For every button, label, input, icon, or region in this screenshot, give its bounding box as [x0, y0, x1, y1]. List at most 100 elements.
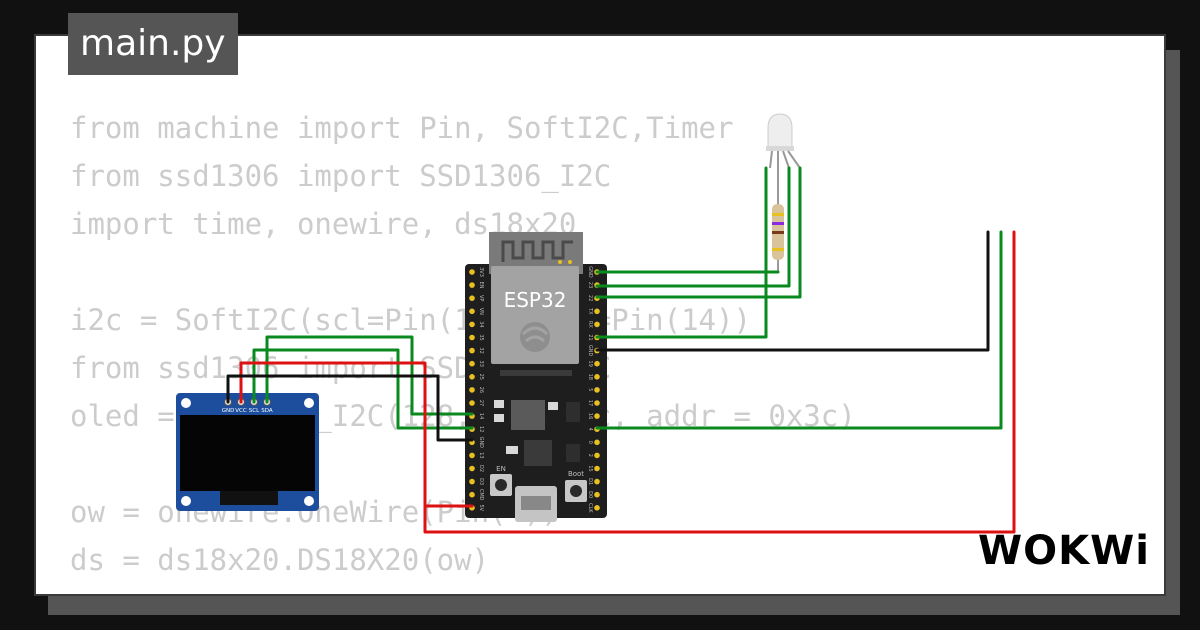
right-pin-tx[interactable]	[594, 308, 600, 315]
left-pin-27[interactable]	[469, 400, 475, 406]
left-pin-en[interactable]	[469, 282, 475, 288]
right-pin-label: 5	[587, 388, 593, 391]
right-pin-label: 17	[587, 400, 593, 406]
wire-sensor-vcc	[423, 230, 1016, 534]
left-pin-25[interactable]	[469, 374, 475, 380]
rgb-led[interactable]	[766, 113, 801, 169]
left-pin-label: VN	[478, 308, 484, 315]
wire-led-23	[595, 166, 791, 288]
left-pin-label: 27	[478, 400, 484, 406]
esp32-label: ESP32	[504, 288, 567, 312]
left-pin-label: 26	[478, 387, 484, 393]
right-pin-label: GND	[587, 345, 593, 357]
left-pin-label: VP	[478, 295, 484, 301]
right-pin-label: D0	[587, 491, 593, 498]
en-button[interactable]	[490, 474, 512, 496]
wokwi-logo: WOKWi	[978, 528, 1150, 574]
right-pin-label: 18	[587, 374, 593, 380]
left-pin-32[interactable]	[469, 347, 475, 354]
left-pin-label: 12	[478, 426, 484, 432]
oled-display[interactable]: GND VCC SCL SDA	[176, 393, 319, 511]
right-pin-label: CLK	[587, 503, 593, 513]
right-pin-label: RX	[587, 321, 593, 328]
right-pin-label: TX	[587, 307, 593, 315]
oled-screen	[180, 415, 315, 491]
left-pin-vn[interactable]	[469, 308, 475, 315]
right-pin-15[interactable]	[594, 465, 600, 472]
left-pin-13[interactable]	[469, 452, 475, 459]
right-pin-19[interactable]	[594, 360, 600, 367]
left-pin-label: 5V	[478, 504, 484, 511]
left-pin-34[interactable]	[469, 321, 475, 328]
left-pin-d3[interactable]	[469, 478, 475, 485]
right-pin-label: GND	[587, 266, 593, 278]
left-pin-label: 3V3	[478, 267, 484, 277]
wire-oled-gnd	[226, 374, 474, 442]
file-tab[interactable]: main.py	[68, 13, 238, 75]
right-pin-label: 22	[587, 295, 593, 301]
right-pin-16[interactable]	[594, 413, 600, 419]
code-line: from ssd1306 import SSD1306_I2C	[70, 159, 612, 193]
left-pin-d2[interactable]	[469, 465, 475, 472]
right-pin-d1[interactable]	[594, 478, 600, 485]
right-pin-rx[interactable]	[594, 321, 600, 328]
en-label: EN	[496, 465, 506, 473]
wire-led-21	[595, 166, 768, 339]
oled-pin-sda: SDA	[261, 408, 273, 414]
right-pin-label: 21	[587, 334, 593, 340]
right-pin-18[interactable]	[594, 374, 600, 380]
wire-sensor-data	[595, 230, 1003, 430]
right-pin-label: 16	[587, 413, 593, 419]
wire-oled-sda	[265, 335, 474, 416]
left-pin-26[interactable]	[469, 387, 475, 393]
right-pin-label: 15	[587, 465, 593, 471]
left-pin-33[interactable]	[469, 360, 475, 367]
code-line: from machine import Pin, SoftI2C,Timer	[70, 111, 734, 145]
left-pin-cmd[interactable]	[469, 491, 475, 498]
wire-oled-scl	[252, 348, 474, 430]
left-pin-label: CMD	[478, 489, 484, 501]
wires	[226, 166, 1016, 534]
left-pin-label: 33	[478, 361, 484, 367]
left-pin-35[interactable]	[469, 334, 475, 341]
oled-pin-gnd: GND	[222, 408, 235, 414]
left-pin-label: 13	[478, 452, 484, 458]
wire-led-22	[595, 166, 802, 299]
left-pin-label: 34	[478, 321, 484, 327]
left-pin-label: D3	[478, 478, 484, 485]
right-pin-d0[interactable]	[594, 491, 600, 498]
right-pin-5[interactable]	[594, 387, 600, 393]
right-pin-label: 4	[587, 428, 593, 431]
right-pin-2[interactable]	[594, 452, 600, 459]
left-pin-vp[interactable]	[469, 295, 475, 302]
left-pin-label: 32	[478, 347, 484, 353]
left-pin-label: 25	[478, 374, 484, 380]
right-pin-label: D1	[587, 478, 593, 485]
left-pin-label: 35	[478, 334, 484, 340]
right-pin-label: 23	[587, 282, 593, 288]
boot-button[interactable]	[565, 480, 587, 502]
code-line: ds = ds18x20.DS18X20(ow)	[70, 543, 490, 577]
boot-label: Boot	[568, 470, 584, 478]
oled-pin-scl: SCL	[249, 408, 260, 414]
wifi-antenna-icon	[501, 240, 573, 262]
left-pin-label: EN	[478, 282, 484, 289]
right-pin-label: 0	[587, 441, 593, 444]
left-pin-label: 14	[478, 413, 484, 419]
right-pin-17[interactable]	[594, 400, 600, 406]
right-pin-label: 19	[587, 361, 593, 367]
esp32-board[interactable]: ESP32 EN Boot 3V3ENVPVN34353233252627141…	[465, 232, 607, 522]
left-pin-label: GND	[478, 437, 484, 449]
resistor[interactable]	[772, 168, 784, 272]
right-pin-clk[interactable]	[594, 505, 600, 511]
oled-pin-vcc: VCC	[235, 408, 247, 414]
right-pin-0[interactable]	[594, 439, 600, 446]
right-pin-label: 2	[587, 454, 593, 457]
espressif-logo-icon	[520, 322, 550, 352]
left-pin-label: D2	[478, 465, 484, 472]
left-pin-3v3[interactable]	[469, 269, 475, 275]
